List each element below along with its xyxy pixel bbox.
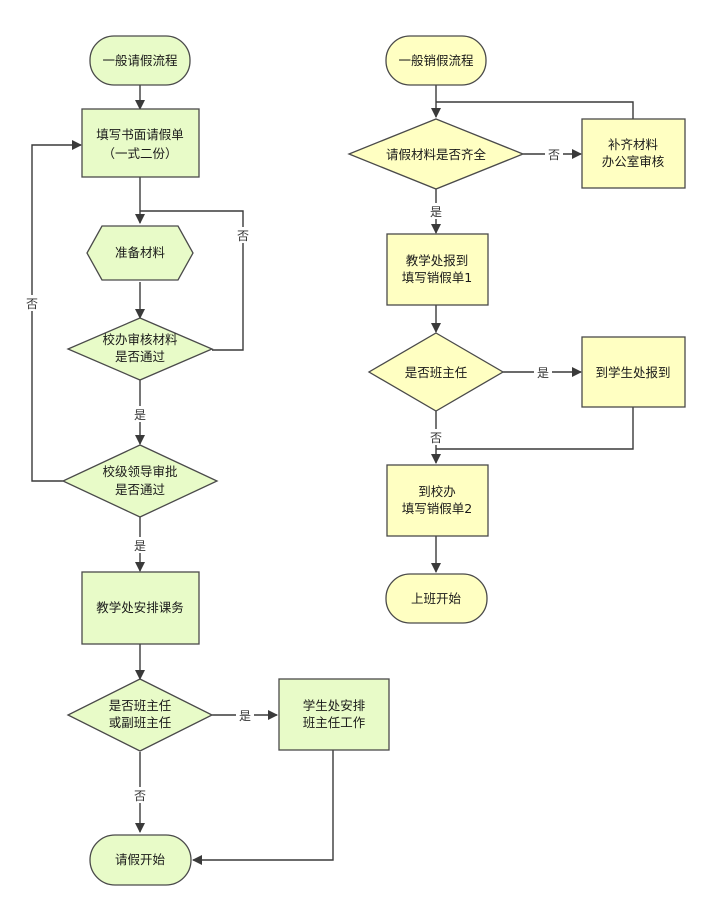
head-teacher-diamond-left[interactable] bbox=[66, 678, 214, 752]
edge-label-bg-review-yes bbox=[131, 406, 149, 422]
school-office-label-2: 填写销假单2 bbox=[402, 501, 472, 516]
edge-label-bg-r-head-yes bbox=[534, 364, 552, 380]
edge-label-bg-head-no bbox=[131, 787, 149, 803]
report-teaching-box[interactable] bbox=[386, 233, 489, 306]
edge-label-bg-review-no bbox=[234, 227, 252, 243]
connector-review-no-loop bbox=[140, 210, 244, 351]
leader-approval-label-2: 是否通过 bbox=[115, 482, 166, 497]
office-review-label-1: 校办审核材料 bbox=[102, 332, 178, 347]
fill-form-box[interactable] bbox=[81, 108, 200, 178]
edge-label-review-no: 否 bbox=[237, 229, 249, 243]
edge-label-bg-leader-no bbox=[23, 295, 41, 311]
head-teacher-diamond-right[interactable] bbox=[367, 332, 505, 412]
report-teaching-label-2: 填写销假单1 bbox=[402, 270, 472, 285]
student-office-label-1: 学生处安排 bbox=[303, 698, 366, 713]
office-review-diamond[interactable] bbox=[66, 317, 214, 381]
prepare-materials-label: 准备材料 bbox=[115, 245, 166, 260]
head-teacher-left-label-1: 是否班主任 bbox=[109, 698, 172, 713]
edge-label-leader-no: 否 bbox=[26, 297, 38, 311]
supplement-materials-label-1: 补齐材料 bbox=[608, 137, 659, 152]
report-student-box[interactable] bbox=[581, 336, 686, 408]
left-flow-nodes: 一般请假流程 填写书面请假单 （一式二份） 准备材料 校办审核材料 是否通过 校… bbox=[61, 35, 390, 886]
edge-label-bg-r-head-no bbox=[427, 429, 445, 445]
materials-complete-diamond[interactable] bbox=[347, 118, 525, 190]
head-teacher-right-label: 是否班主任 bbox=[405, 365, 468, 380]
edge-label-bg-head-yes bbox=[236, 707, 254, 723]
edge-labels: 否 是 否 是 是 否 否 是 是 否 bbox=[23, 146, 563, 803]
right-flow-nodes: 一般销假流程 请假材料是否齐全 补齐材料 办公室审核 教学处报到 填写销假单1 … bbox=[347, 35, 686, 624]
edge-label-head-no: 否 bbox=[134, 789, 146, 803]
edge-label-r-head-no: 否 bbox=[430, 431, 442, 445]
edge-label-review-yes: 是 bbox=[134, 408, 146, 422]
leader-approval-diamond[interactable] bbox=[61, 444, 219, 518]
report-student-label: 到学生处报到 bbox=[595, 365, 670, 380]
office-review-label-2: 是否通过 bbox=[115, 349, 166, 364]
school-office-box[interactable] bbox=[386, 464, 489, 537]
supplement-materials-label-2: 办公室审核 bbox=[602, 154, 665, 169]
materials-complete-label: 请假材料是否齐全 bbox=[386, 147, 487, 162]
edge-label-bg-r-materials-no bbox=[545, 146, 563, 162]
end-node-leave[interactable] bbox=[89, 834, 192, 886]
end-node-leave-label: 请假开始 bbox=[115, 852, 166, 867]
head-teacher-left-label-2: 或副班主任 bbox=[109, 715, 172, 730]
start-node-return[interactable] bbox=[385, 35, 487, 86]
start-node-leave[interactable] bbox=[89, 35, 191, 86]
edge-label-r-head-yes: 是 bbox=[537, 366, 549, 380]
edge-label-head-yes: 是 bbox=[239, 709, 251, 723]
fill-form-label-1: 填写书面请假单 bbox=[96, 127, 184, 142]
report-teaching-label-1: 教学处报到 bbox=[406, 253, 469, 268]
school-office-label-1: 到校办 bbox=[418, 484, 456, 499]
connector-r-supplement-loop bbox=[436, 101, 634, 119]
arrange-classes-label: 教学处安排课务 bbox=[96, 600, 184, 615]
start-node-leave-label: 一般请假流程 bbox=[102, 53, 178, 68]
end-node-return-label: 上班开始 bbox=[411, 591, 462, 606]
end-node-return[interactable] bbox=[385, 573, 488, 624]
edge-label-r-materials-no: 否 bbox=[548, 148, 560, 162]
edge-label-bg-r-materials-yes bbox=[427, 203, 445, 219]
arrange-classes-box[interactable] bbox=[81, 571, 200, 645]
prepare-materials-hexagon[interactable] bbox=[86, 225, 194, 281]
edge-label-leader-yes: 是 bbox=[134, 539, 146, 553]
student-office-label-2: 班主任工作 bbox=[303, 715, 366, 730]
start-node-return-label: 一般销假流程 bbox=[398, 53, 474, 68]
edge-label-r-materials-yes: 是 bbox=[430, 205, 442, 219]
student-office-box[interactable] bbox=[278, 678, 390, 751]
edge-label-bg-leader-yes bbox=[131, 537, 149, 553]
leader-approval-label-1: 校级领导审批 bbox=[102, 464, 177, 479]
connector-leader-no-loop bbox=[31, 140, 82, 482]
supplement-materials-box[interactable] bbox=[581, 118, 686, 189]
fill-form-label-2: （一式二份） bbox=[102, 146, 177, 161]
connector-r-student-join bbox=[436, 407, 634, 450]
connector-student-to-end bbox=[192, 750, 334, 865]
